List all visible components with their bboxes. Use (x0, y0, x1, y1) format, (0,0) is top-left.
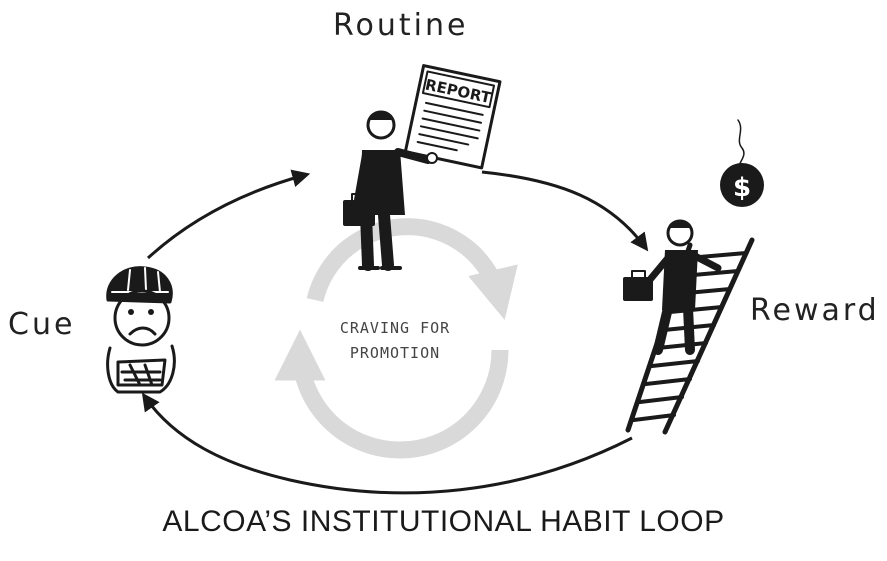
craving-line-2: PROMOTION (349, 344, 441, 362)
craving-cycle-icon (274, 218, 518, 459)
reward-label: Reward (750, 293, 880, 328)
diagram-caption: ALCOA’S INSTITUTIONAL HABIT LOOP (162, 505, 725, 538)
businessman-ladder-icon: $ (623, 119, 764, 435)
cue-label: Cue (8, 307, 76, 342)
arrow-reward-to-cue (141, 392, 633, 495)
injured-worker-icon (106, 266, 176, 394)
businessman-report-icon: REPORT (343, 64, 502, 271)
arrow-routine-to-reward (481, 170, 649, 252)
arrow-cue-to-routine (146, 169, 311, 260)
routine-label: Routine (333, 8, 469, 43)
dollar-icon: $ (733, 173, 751, 203)
craving-text: CRAVING FOR PROMOTION (320, 316, 470, 366)
craving-line-1: CRAVING FOR (339, 319, 451, 337)
